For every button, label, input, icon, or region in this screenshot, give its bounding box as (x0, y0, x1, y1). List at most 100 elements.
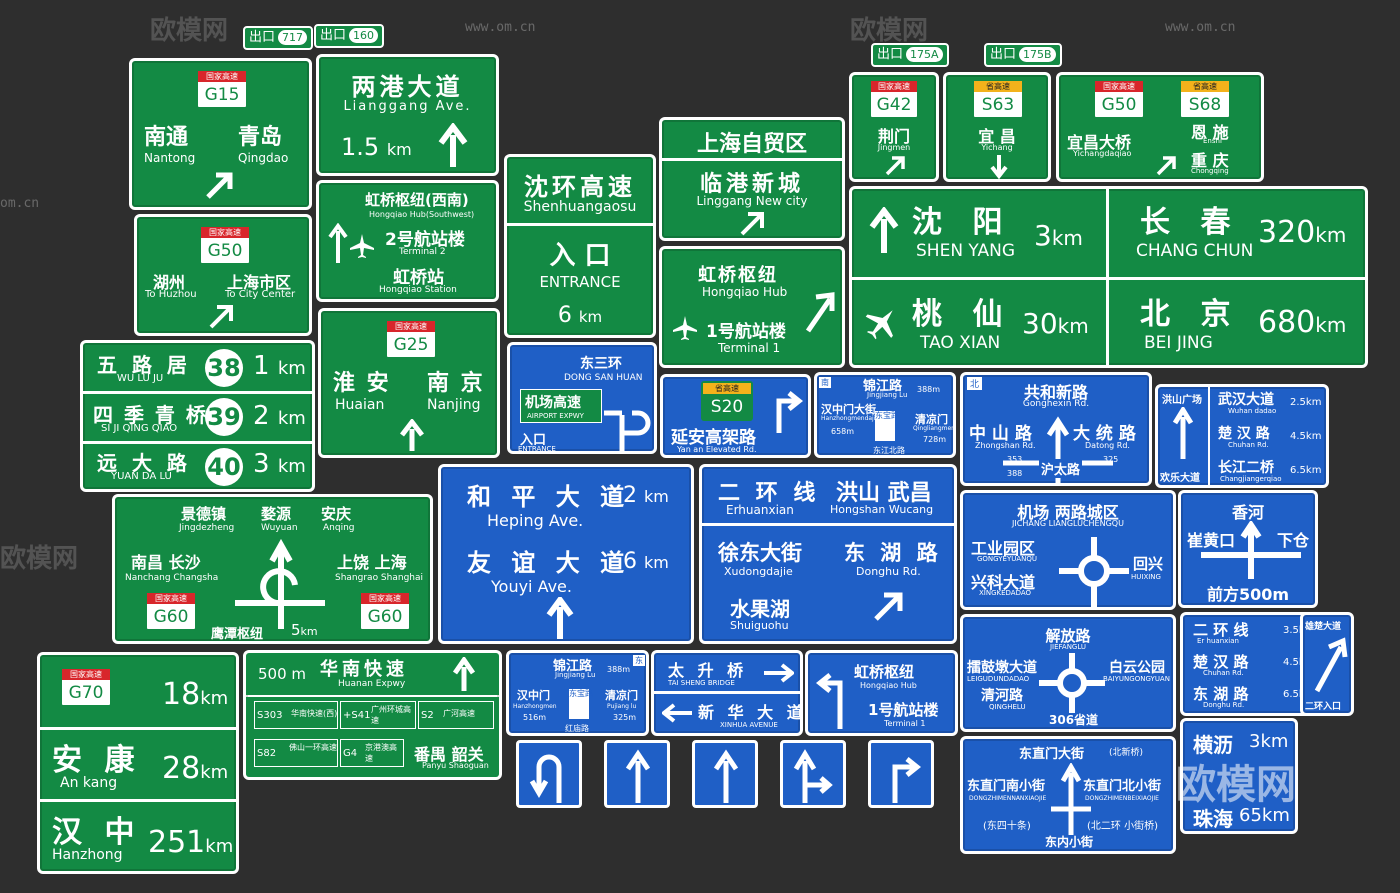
destination-en: Terminal 1 (718, 341, 781, 355)
destination-en: Qingdao (238, 151, 289, 165)
road-name-en: Jingjiang Lu (867, 391, 908, 399)
destination-label: 上海市区 (227, 273, 292, 292)
airplane-icon (865, 310, 893, 340)
destination-en: JIEFANGLU (1049, 643, 1087, 651)
arrow-up-right-icon (1156, 156, 1176, 176)
sign-hengli-zhuhai: 横沥 3km 珠海 65km (1180, 718, 1298, 834)
distance: 5km (291, 621, 318, 639)
sign-erhuanxian-hongshan: 二 环 线 Erhuanxian 洪山 武昌 Hongshan Wucang 徐… (699, 464, 957, 644)
arrow-up-icon (328, 223, 348, 263)
destination-en: QINGHELU (989, 703, 1026, 711)
road-name: 东江北路 (873, 446, 905, 455)
destination-label: 虹桥枢纽(西南) (365, 191, 469, 209)
destination-en: LEIGUDUNDADAO (967, 675, 1030, 683)
arrow-up-right-icon (885, 156, 905, 176)
exit-name: 四 季 青 桥 (93, 403, 208, 427)
arrow-up-icon (438, 123, 468, 167)
distance: 2.5km (1290, 397, 1322, 408)
exit-number: 38 (205, 349, 243, 387)
arrow-up-right-icon (206, 172, 233, 199)
arrow-right-turn-icon (776, 391, 804, 433)
road-name-en: Shenhuangaosu (523, 199, 637, 215)
sign-exit-list: 五 路 居 WU LU JU 38 1 km 四 季 青 桥 SI JI QIN… (80, 340, 315, 492)
road-name-en: Gonghexin Rd. (1022, 399, 1090, 409)
destination-en: BAIYUNGONGYUAN (1103, 675, 1170, 683)
arrow-left-up-icon (815, 673, 843, 729)
destination-label: 机场 两路城区 (1017, 503, 1119, 522)
destination-en: Shuiguohu (730, 619, 789, 632)
destination-en: CHANG CHUN (1136, 241, 1254, 261)
destination-en: Wuyuan (261, 523, 298, 533)
direction-marker: 北 (967, 377, 983, 390)
arrow-up-right-icon (740, 212, 764, 236)
road-name: 汉中门 (517, 689, 550, 702)
road-name-en: Jingjiang Lu (555, 671, 596, 679)
road-name-en: Datong Rd. (1085, 441, 1130, 450)
distance: 前方500m (1206, 585, 1290, 604)
distance: 1 km (253, 351, 306, 381)
destination-en: Panyu Shaoguan (422, 761, 489, 770)
destination-label: 解放路 (1045, 627, 1091, 645)
sign-hongqiao-terminal1: 虹桥枢纽 Hongqiao Hub 1号航站楼 Terminal 1 (659, 246, 845, 368)
destination-label: 宜昌大桥 (1067, 133, 1132, 152)
destination-en: Hongqiao Station (379, 285, 457, 295)
distance: 6.5km (1283, 689, 1315, 700)
destination-label: 清河路 (981, 688, 1023, 704)
lane-sign-straight-right (780, 740, 846, 808)
destination-en: Hongqiao Hub (860, 681, 917, 690)
airplane-icon (673, 316, 697, 340)
arrow-up-right-icon (805, 292, 835, 333)
destination-en: To Huzhou (145, 289, 197, 300)
sign-shenyang-taoxian-changchun-beijing: 沈 阳 SHEN YANG 3km 桃 仙 TAO XIAN 30km 长 春 … (849, 186, 1368, 368)
road-name: 锦江路 (553, 659, 593, 674)
road-name: 清凉门 (915, 413, 948, 426)
road-name-en: Youyi Ave. (491, 577, 572, 596)
header-band: 500 m 华南快速 Huanan Expwy (246, 653, 499, 695)
distance: 658m (831, 427, 855, 436)
exit-name-en: SI JI QING QIAO (101, 423, 178, 434)
road-name-en: Pujiang lu (607, 703, 637, 710)
destination-label: 南昌 长沙 (131, 553, 201, 572)
arrow-up-icon (869, 207, 899, 253)
entrance-en: ENTRANCE (518, 445, 556, 453)
destination-en: Hongshan Wucang (830, 503, 934, 516)
destination-label: 虹桥站 (393, 268, 444, 288)
destination-label: 擂鼓墩大道 (967, 660, 1037, 676)
sign-lianggang-ave: 两港大道 Lianggang Ave. 1.5 km (316, 54, 499, 176)
destination-en: To City Center (225, 289, 296, 300)
road-name: 和 平 大 道 (467, 483, 631, 511)
road-name-en: Wuhan dadao (1228, 407, 1277, 415)
destination-label: 恩 施 (1191, 123, 1229, 142)
destination-label: 兴科大道 (971, 573, 1036, 592)
square-box: 洪山广场 欢乐大道 (1158, 387, 1210, 485)
destination-en: XINGKEDADAO (979, 589, 1032, 597)
exit-name: 五 路 居 (97, 353, 191, 377)
distance: 4.5km (1290, 431, 1322, 442)
destination-label: 安 康 (52, 743, 141, 778)
lane-sign-u-turn (516, 740, 582, 808)
center-road-box: 东宝路 (875, 411, 899, 441)
distance: 3km (1034, 219, 1083, 252)
distance: 500 m (258, 665, 307, 683)
ramp-arrow-icon (604, 410, 651, 451)
distance: 320km (1258, 215, 1347, 250)
sign-xiongchu-entrance: 雄楚大道 二环入口 (1300, 612, 1354, 716)
crossroad-arrow-icon (1051, 763, 1091, 835)
sign-shanghai-ftz: 上海自贸区 临港新城 Linggang New city (659, 117, 845, 241)
road-name: 沈环高速 (524, 173, 636, 201)
distance: 6 km (623, 549, 669, 574)
watermark-url: www.om.cn (465, 20, 536, 35)
road-name: 延安高架路 (671, 428, 756, 448)
distance: 680km (1258, 305, 1347, 340)
destination-en: Huaian (335, 397, 385, 413)
u-turn-icon (529, 754, 562, 803)
destination-label: 崔黄口 (1187, 531, 1236, 550)
destination-label: 回兴 (1133, 555, 1164, 573)
